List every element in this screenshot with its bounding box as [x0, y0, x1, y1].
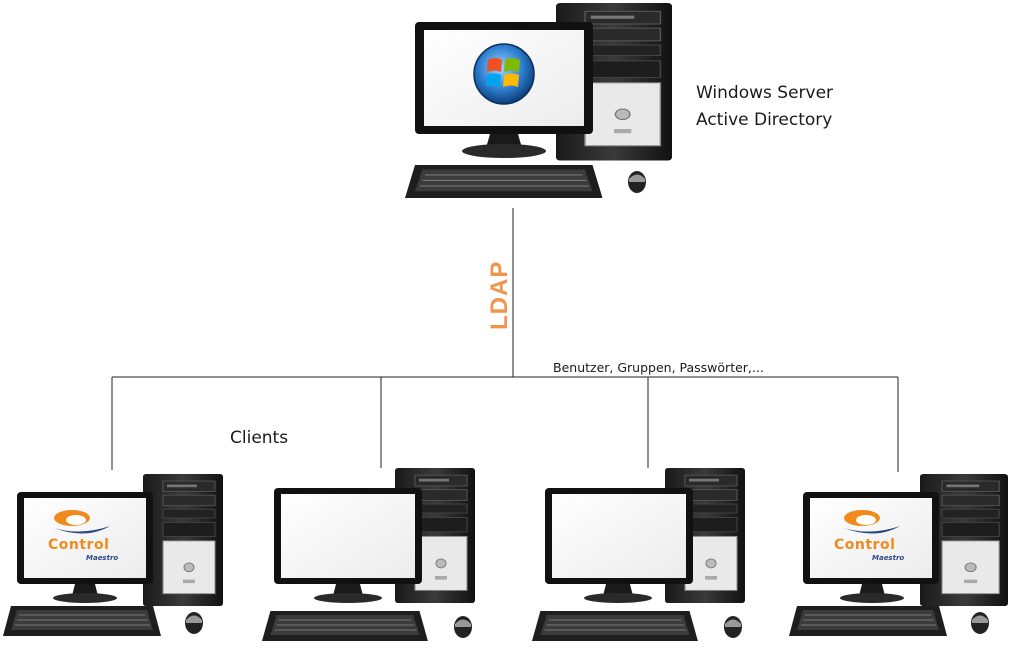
- client-1-logo-subword: Maestro: [86, 554, 119, 562]
- client-4-logo-subword: Maestro: [872, 554, 905, 562]
- clients-label: Clients: [230, 428, 289, 448]
- server-label-line-2: Active Directory: [696, 110, 833, 130]
- connection-lines: [111, 208, 899, 472]
- server-label-line-1: Windows Server: [696, 83, 834, 103]
- client-computer-2: [261, 467, 476, 642]
- client-computer-3: [531, 467, 746, 642]
- ldap-protocol-label: LDAP: [486, 260, 513, 330]
- client-4-logo-word: Control: [834, 537, 896, 553]
- client-computer-4: [788, 473, 1009, 637]
- control-maestro-logo-icon: [844, 510, 900, 534]
- client-computer-1: [2, 473, 224, 637]
- server-computer: [404, 2, 673, 199]
- server-label: Windows Server Active Directory: [696, 80, 833, 134]
- control-maestro-logo-icon: [54, 510, 110, 534]
- windows-logo-icon: [473, 43, 535, 105]
- client-1-logo-word: Control: [48, 537, 110, 553]
- transferred-data-label: Benutzer, Gruppen, Passwörter,...: [553, 360, 764, 375]
